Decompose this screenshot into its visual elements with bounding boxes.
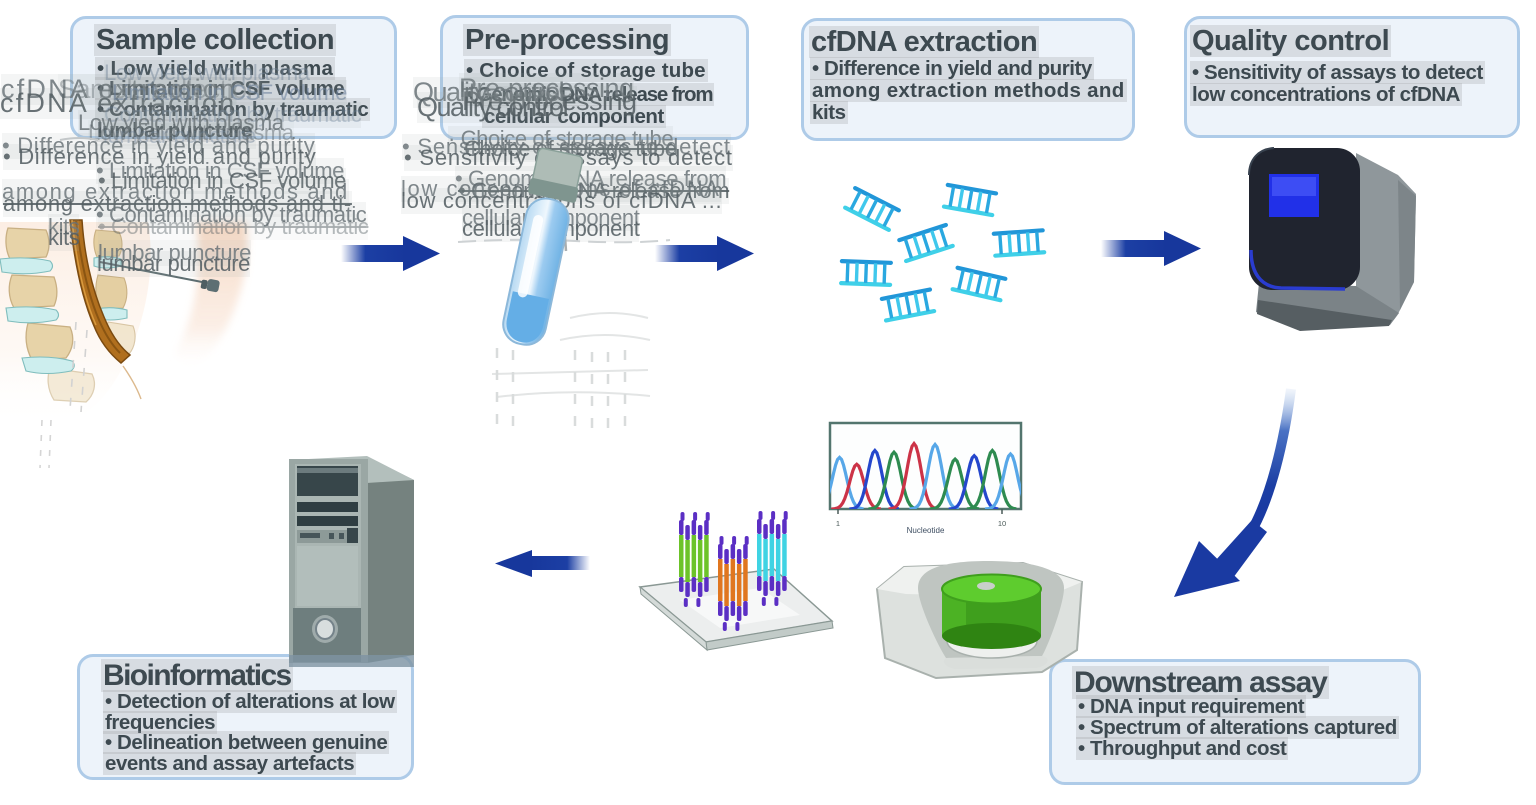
svg-text:10: 10 [998, 519, 1006, 528]
svg-text:1: 1 [836, 519, 840, 528]
svg-text:Nucleotide: Nucleotide [907, 526, 945, 535]
